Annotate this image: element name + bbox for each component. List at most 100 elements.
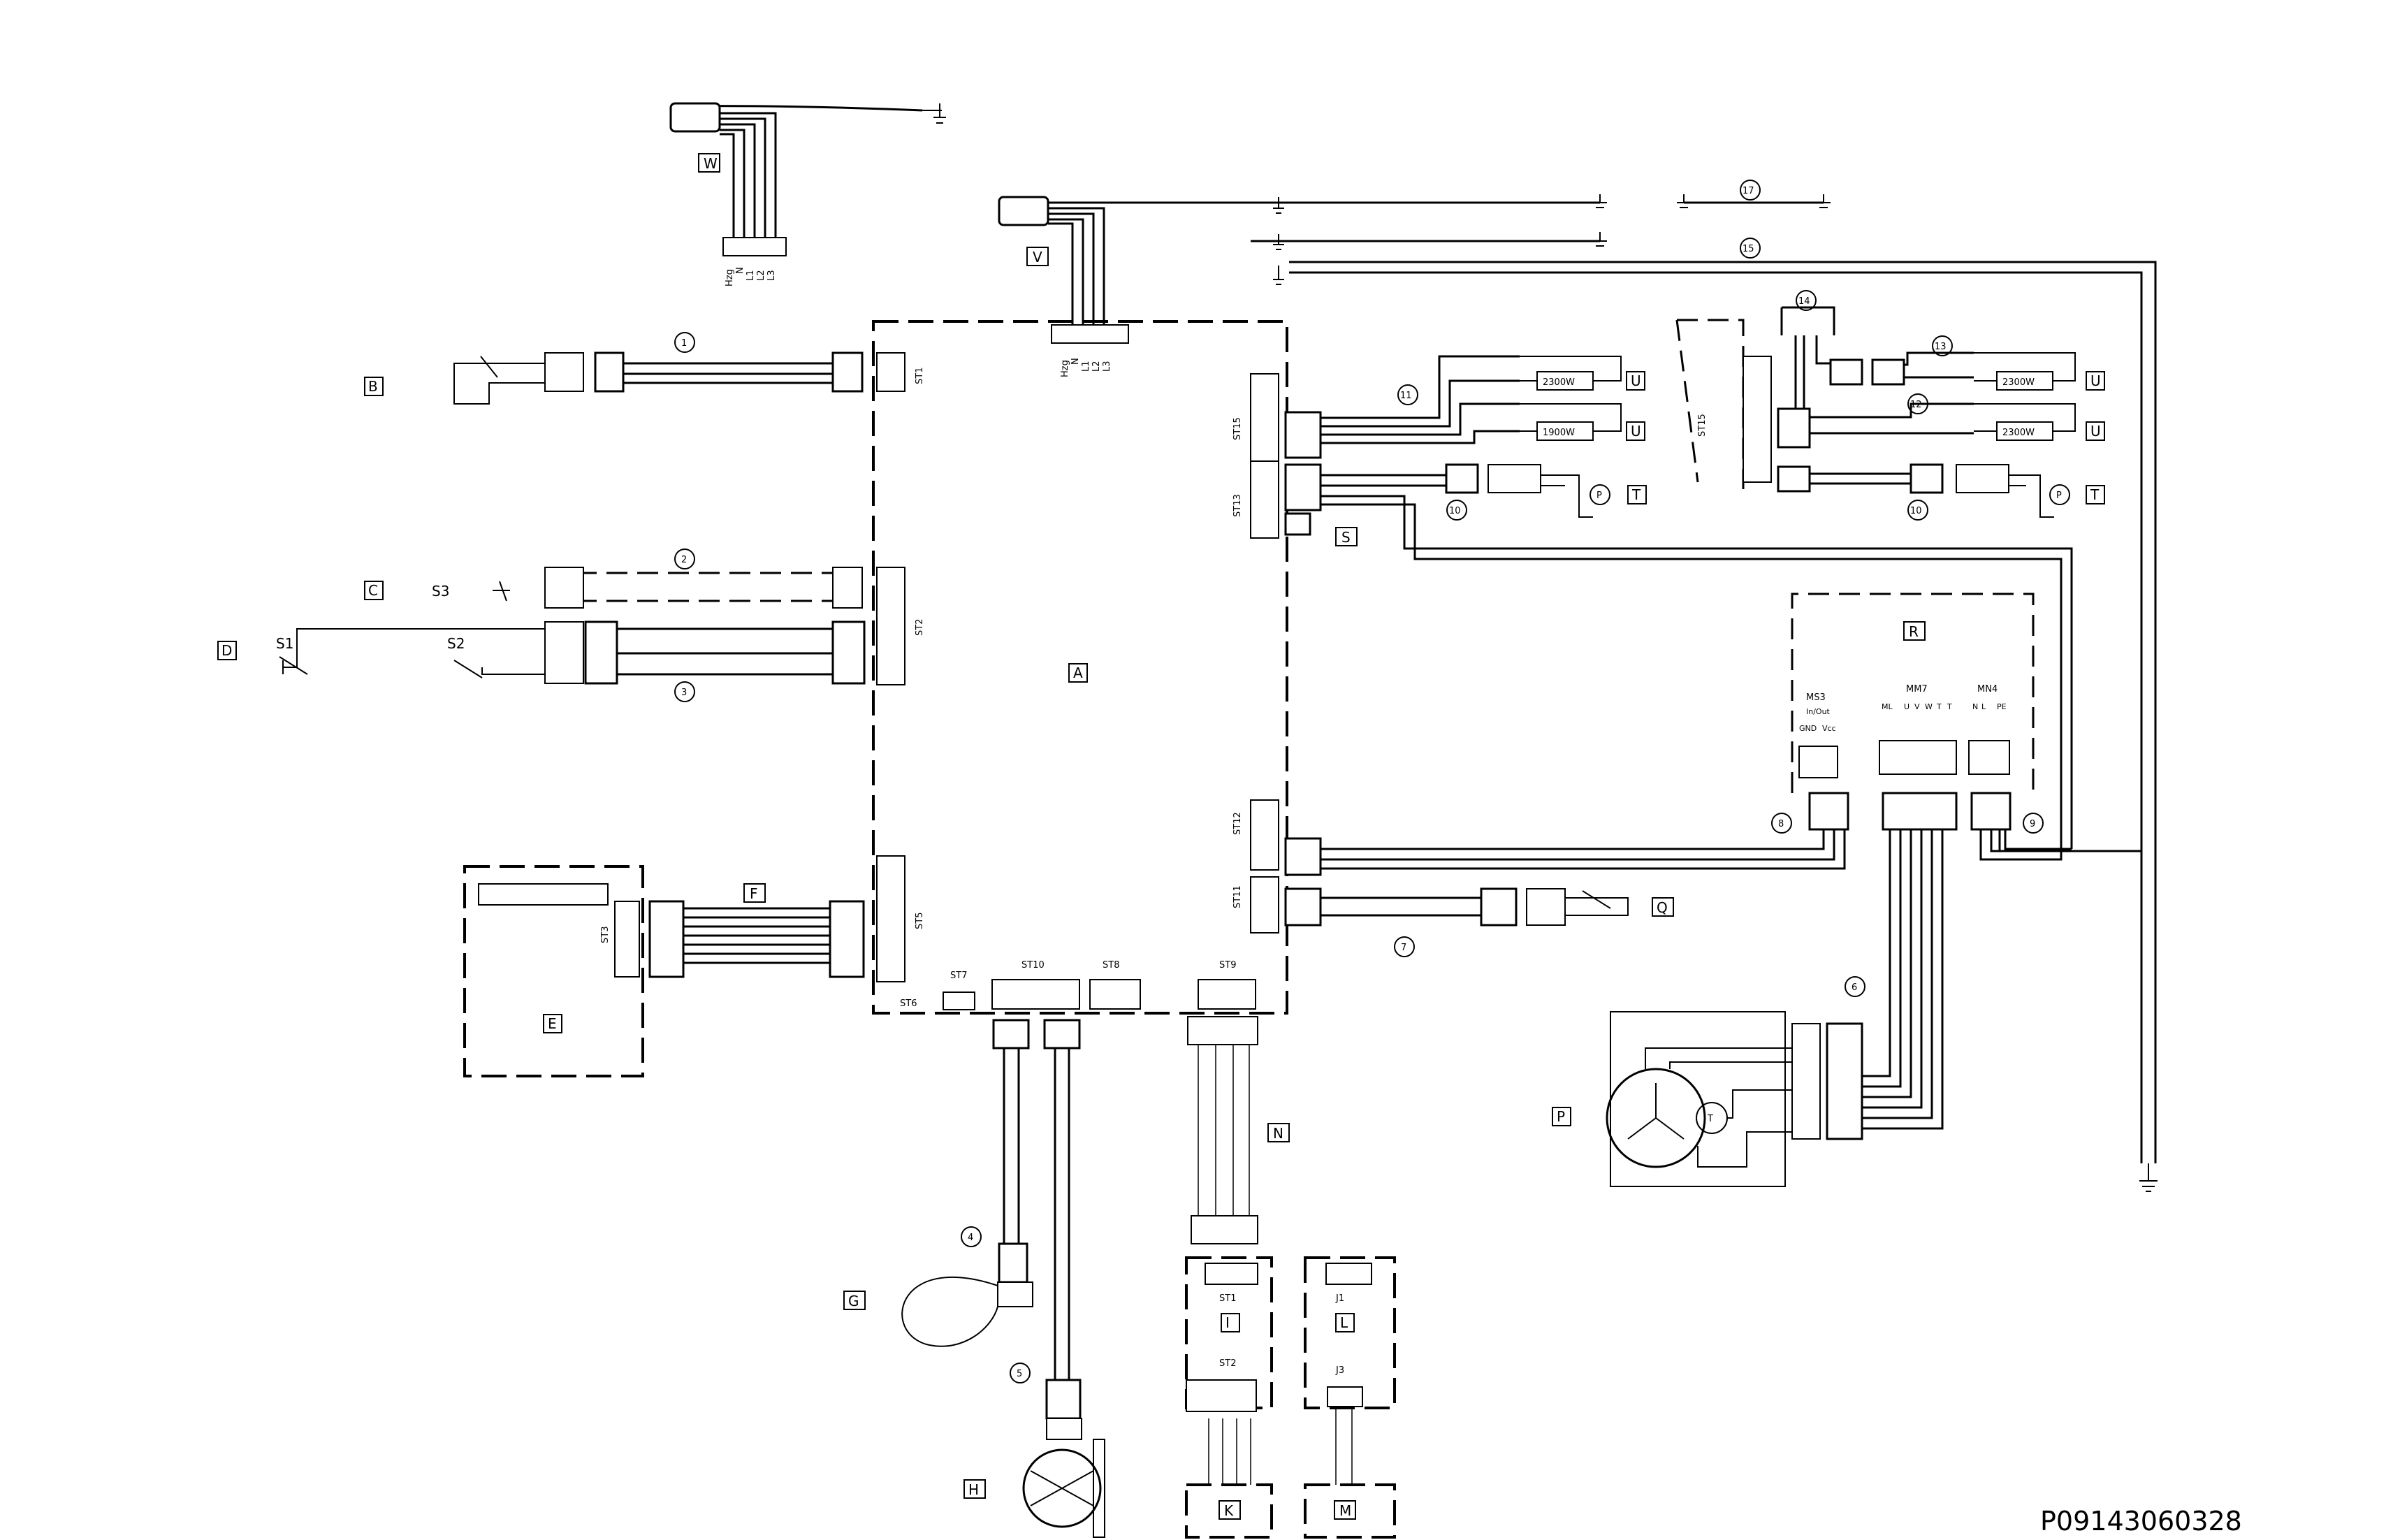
label-s: S — [1341, 529, 1351, 546]
label-u3: U — [2090, 372, 2101, 389]
svg-text:13: 13 — [1935, 342, 1947, 352]
supply-cable-v — [998, 196, 1251, 344]
label-g-box — [843, 1291, 866, 1310]
svg-text:PE: PE — [1997, 702, 2007, 711]
st2-connector: ST2 — [876, 567, 925, 685]
svg-text:ST3: ST3 — [600, 927, 611, 943]
cable-6 — [1791, 829, 1944, 1140]
label-u2-box — [1626, 421, 1645, 441]
i-st1-label: ST1 — [1219, 1293, 1236, 1304]
svg-text:15: 15 — [1743, 244, 1754, 254]
mm7-pins: ML U V W T T — [1882, 702, 1952, 711]
module-k — [1185, 1418, 1273, 1539]
svg-text:4: 4 — [968, 1233, 973, 1243]
label-w-box — [698, 153, 720, 173]
cable-8 — [1321, 792, 1849, 870]
svg-text:L3: L3 — [766, 270, 777, 281]
svg-text:ST12: ST12 — [1232, 812, 1243, 835]
label-v: V — [1033, 249, 1042, 266]
switch-s1: S1 — [276, 635, 293, 652]
st9-box — [1198, 979, 1256, 1010]
st7-label: ST7 — [950, 971, 967, 981]
label-c: C — [368, 582, 378, 599]
svg-text:ST11: ST11 — [1232, 885, 1243, 908]
module-l — [1304, 1256, 1396, 1409]
svg-text:T: T — [1936, 702, 1942, 711]
switch-s2: S2 — [447, 635, 465, 652]
svg-text:ML: ML — [1882, 702, 1893, 711]
label-f-box — [743, 883, 766, 903]
module-m — [1304, 1407, 1396, 1539]
st15-st13-block: ST15 ST13 — [1232, 373, 1322, 539]
cable-4 — [901, 1019, 1033, 1347]
svg-text:5: 5 — [1017, 1369, 1022, 1379]
label-t2: T — [2090, 486, 2100, 503]
cable-f — [648, 900, 865, 978]
cable-1 — [453, 351, 833, 405]
cable-2 — [493, 567, 863, 609]
label-a: A — [1073, 664, 1083, 681]
label-b: B — [368, 378, 378, 395]
st1-connector: ST1 — [831, 351, 925, 393]
label-v-box — [1026, 247, 1049, 266]
heater-3: 2300W — [2002, 377, 2035, 388]
label-l: L — [1340, 1314, 1348, 1331]
svg-text:11: 11 — [1400, 391, 1412, 401]
st12-st11-block: ST12 ST11 — [1232, 799, 1322, 934]
mn4-label: MN4 — [1977, 684, 1998, 695]
svg-text:ST1: ST1 — [915, 368, 925, 384]
svg-text:ST15: ST15 — [1232, 417, 1243, 440]
label-e-box — [543, 1014, 562, 1033]
svg-text:10: 10 — [1449, 506, 1461, 516]
main-board-outline — [872, 320, 1288, 1015]
label-t1-box — [1627, 485, 1647, 504]
label-u3-box — [2086, 371, 2105, 391]
svg-text:ST2: ST2 — [915, 619, 925, 636]
label-w: W — [704, 155, 718, 172]
cable-10-left — [1321, 463, 1610, 518]
svg-text:L1: L1 — [1081, 361, 1091, 372]
label-u4-box — [2086, 421, 2105, 441]
st9-label: ST9 — [1219, 960, 1236, 971]
i-st2-label: ST2 — [1219, 1358, 1236, 1369]
svg-text:L: L — [1981, 702, 1986, 711]
cable-3 — [279, 620, 866, 685]
ground-wires — [1251, 194, 2158, 1192]
heater-2: 1900W — [1543, 428, 1575, 438]
st10-box — [991, 979, 1080, 1010]
st5-connector: ST5 — [876, 855, 925, 982]
svg-text:10: 10 — [1910, 506, 1922, 516]
label-i: I — [1225, 1314, 1230, 1331]
label-a-box — [1068, 663, 1088, 683]
svg-text:8: 8 — [1778, 819, 1784, 829]
label-h: H — [968, 1481, 979, 1498]
st6-label: ST6 — [900, 998, 917, 1009]
pressure-left: P — [1596, 491, 1602, 501]
svg-text:ST15: ST15 — [1697, 414, 1708, 437]
cable-7 — [1321, 887, 1629, 927]
label-q: Q — [1657, 899, 1668, 916]
label-g: G — [848, 1293, 859, 1309]
ms3-gnd: GND — [1799, 724, 1817, 733]
terminal-labels-v: Hzg N L1 L2 L3 — [1060, 358, 1112, 377]
label-e: E — [548, 1015, 557, 1032]
ms3-vcc: Vcc — [1822, 724, 1836, 733]
pressure-right: P — [2056, 491, 2062, 501]
label-s-box — [1335, 527, 1358, 546]
svg-text:L1: L1 — [745, 270, 756, 281]
svg-text:14: 14 — [1798, 296, 1810, 307]
label-u2: U — [1631, 423, 1641, 440]
motor-thermo: T — [1707, 1114, 1713, 1124]
label-b-box — [364, 377, 384, 396]
cable-5 — [1022, 1019, 1105, 1538]
label-t2-box — [2086, 485, 2105, 504]
svg-text:17: 17 — [1743, 186, 1754, 196]
label-k: K — [1224, 1502, 1234, 1519]
svg-text:9: 9 — [2030, 819, 2035, 829]
svg-text:1: 1 — [681, 338, 687, 349]
switch-s3: S3 — [432, 583, 449, 600]
label-h-box — [963, 1479, 986, 1499]
svg-text:Hzg: Hzg — [725, 269, 735, 286]
svg-text:Hzg: Hzg — [1060, 360, 1070, 377]
